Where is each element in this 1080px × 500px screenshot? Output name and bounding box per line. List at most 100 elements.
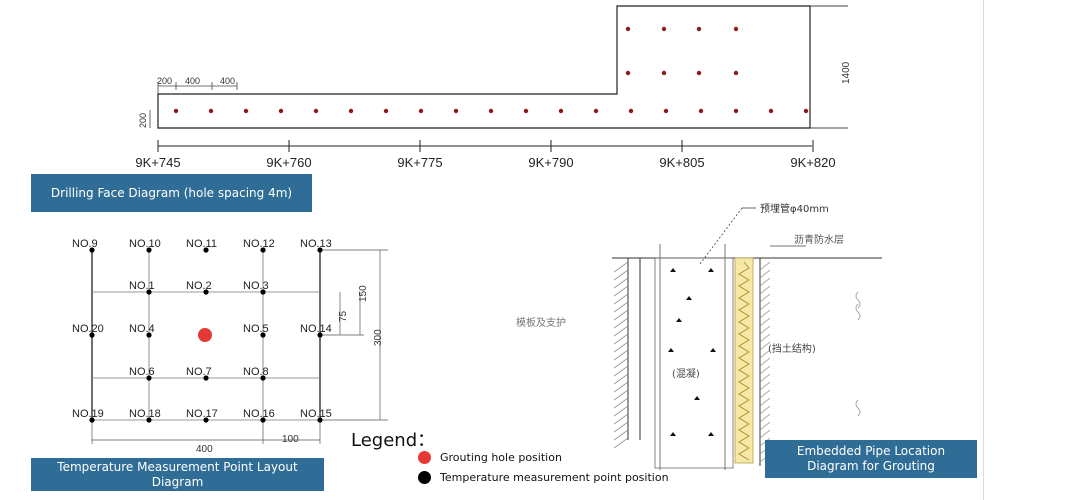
temperature-point xyxy=(89,332,95,338)
temperature-point xyxy=(203,375,209,381)
drill-hole xyxy=(278,108,284,114)
dim-left-height: 200 xyxy=(138,113,148,128)
drilling-face-caption: Drilling Face Diagram (hole spacing 4m) xyxy=(31,174,312,212)
chainage-label: 9K+760 xyxy=(266,155,311,170)
drill-hole xyxy=(733,108,739,114)
drill-hole xyxy=(523,108,529,114)
temperature-point xyxy=(260,417,266,423)
dim-400: 400 xyxy=(196,444,213,455)
drill-hole xyxy=(208,108,214,114)
aggregate-mark xyxy=(670,432,676,436)
temperature-point xyxy=(260,375,266,381)
drill-hole xyxy=(696,26,702,32)
temperature-point-label: NO.8 xyxy=(243,366,269,378)
black-dot-icon xyxy=(418,471,431,484)
page-divider xyxy=(983,0,984,500)
chainage-label: 9K+820 xyxy=(790,155,835,170)
drill-hole xyxy=(663,108,669,114)
temperature-point xyxy=(146,375,152,381)
drill-hole xyxy=(453,108,459,114)
drill-hole xyxy=(243,108,249,114)
label-waterproof: 沥青防水层 xyxy=(794,233,844,246)
temperature-point-label: NO.9 xyxy=(72,238,98,250)
red-dot-icon xyxy=(418,451,431,464)
legend-title: Legend： xyxy=(351,430,436,451)
chainage-label: 9K+745 xyxy=(135,155,180,170)
drill-hole xyxy=(348,108,354,114)
label-concrete: (混凝) xyxy=(672,368,700,380)
temperature-point xyxy=(260,247,266,253)
temperature-point xyxy=(89,417,95,423)
temperature-point xyxy=(203,289,209,295)
temperature-point-label: NO.15 xyxy=(300,408,332,420)
drill-hole xyxy=(661,26,667,32)
dim-100: 100 xyxy=(282,434,299,445)
pipe-diagram-drawing: 预埋管φ40mm 沥青防水层 模板及支护 (混凝) (挡土结构) xyxy=(516,202,882,470)
drill-hole xyxy=(418,108,424,114)
chainage-label: 9K+775 xyxy=(397,155,442,170)
temperature-point xyxy=(260,332,266,338)
drill-hole xyxy=(628,108,634,114)
temperature-point-label: NO.13 xyxy=(300,238,332,250)
drill-hole xyxy=(733,70,739,76)
temperature-point-label: NO.16 xyxy=(243,408,275,420)
temperature-point-label: NO.11 xyxy=(186,238,217,250)
legend-item-grouting: Grouting hole position xyxy=(418,451,562,464)
temperature-layout-caption: Temperature Measurement Point Layout Dia… xyxy=(31,458,324,491)
temperature-point xyxy=(146,289,152,295)
drill-hole xyxy=(696,70,702,76)
temperature-point xyxy=(146,332,152,338)
dim-150: 150 xyxy=(358,285,369,302)
temperature-point-label: NO.18 xyxy=(129,408,161,420)
chainage-label: 9K+805 xyxy=(659,155,704,170)
temperature-point-label: NO.20 xyxy=(72,323,104,335)
drill-hole xyxy=(313,108,319,114)
aggregate-mark xyxy=(668,348,674,352)
temperature-point xyxy=(203,247,209,253)
drill-hole xyxy=(803,108,809,114)
legend-item-temperature: Temperature measurement point position xyxy=(418,471,669,484)
drill-hole xyxy=(625,26,631,32)
drill-hole xyxy=(173,108,179,114)
label-pipe: 预埋管φ40mm xyxy=(760,202,829,215)
temperature-point xyxy=(146,247,152,253)
temperature-point-label: NO.7 xyxy=(186,366,212,378)
temperature-point-label: NO.10 xyxy=(129,238,161,250)
aggregate-mark xyxy=(710,348,716,352)
aggregate-mark xyxy=(708,432,714,436)
drill-hole xyxy=(625,70,631,76)
aggregate-mark xyxy=(694,396,700,400)
temperature-point-label: NO.3 xyxy=(243,280,269,292)
dim-300: 300 xyxy=(373,329,384,346)
drilling-face-outline xyxy=(157,5,811,129)
drill-hole xyxy=(558,108,564,114)
grout-hole-marker xyxy=(198,328,212,342)
dim-400b: 400 xyxy=(220,76,235,86)
drill-hole xyxy=(698,108,704,114)
drill-hole xyxy=(383,108,389,114)
temperature-point-label: NO.17 xyxy=(186,408,218,420)
drilling-face-drawing: 200 400 400 200 1400 9K+745 9K+760 9K+775 9… xyxy=(135,5,852,170)
temperature-point xyxy=(89,247,95,253)
temperature-point-label: NO.4 xyxy=(129,323,155,335)
drill-hole xyxy=(768,108,774,114)
dim-right-height: 1400 xyxy=(841,61,852,84)
label-support: 模板及支护 xyxy=(516,316,566,329)
chainage-label: 9K+790 xyxy=(528,155,573,170)
temperature-point-label: NO.5 xyxy=(243,323,269,335)
temperature-point xyxy=(260,289,266,295)
temperature-point-label: NO.1 xyxy=(129,280,155,292)
dim-200: 200 xyxy=(157,76,172,86)
aggregate-mark xyxy=(670,268,676,272)
label-retaining: (挡土结构) xyxy=(768,342,816,355)
dim-75: 75 xyxy=(338,310,349,322)
drill-hole xyxy=(488,108,494,114)
temperature-point xyxy=(317,247,323,253)
drill-hole xyxy=(733,26,739,32)
dim-400a: 400 xyxy=(185,76,200,86)
temperature-point xyxy=(317,332,323,338)
temperature-point-label: NO.19 xyxy=(72,408,104,420)
temperature-point-label: NO.6 xyxy=(129,366,155,378)
